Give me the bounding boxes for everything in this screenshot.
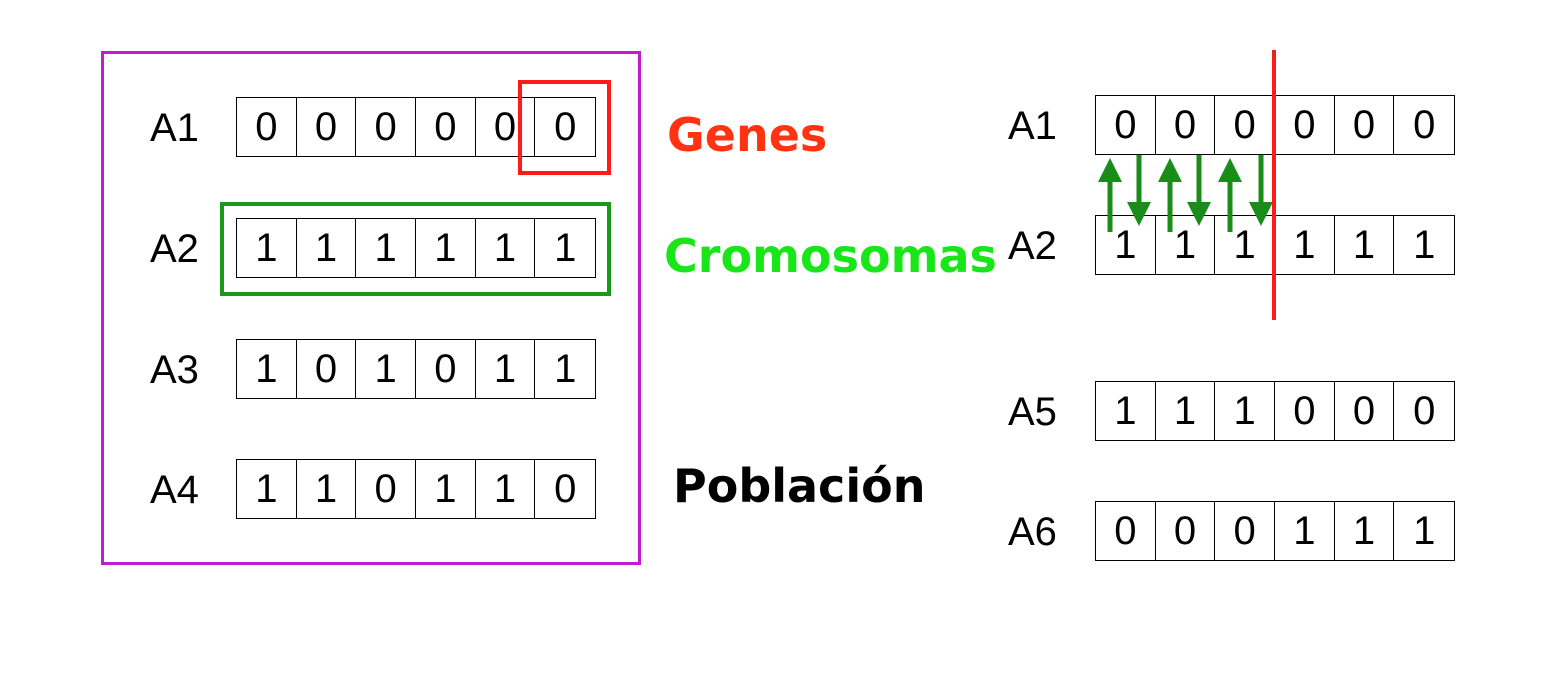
- gene: 1: [237, 340, 297, 398]
- gene: 0: [1156, 96, 1216, 154]
- chromosome-label-a3: A3: [150, 348, 199, 392]
- gene: 1: [476, 340, 536, 398]
- gene: 1: [416, 460, 476, 518]
- population-box: [101, 51, 641, 565]
- gene: 0: [1275, 96, 1335, 154]
- gene: 0: [416, 98, 476, 156]
- offspring-chromosome-a5: 1 1 1 0 0 0: [1095, 381, 1455, 441]
- gene: 1: [1413, 508, 1436, 553]
- gene: 0: [1096, 96, 1156, 154]
- gene: 1: [476, 219, 536, 277]
- gene: 0: [356, 460, 417, 518]
- gene: 1: [1156, 216, 1216, 274]
- arrow-down-icon: [1127, 155, 1151, 226]
- arrow-up-icon: [1218, 158, 1242, 232]
- genes-title: Genes: [667, 108, 828, 162]
- gene: 0: [297, 98, 357, 156]
- offspring-chromosome-a6: 0 0 0 1 1 1: [1095, 501, 1455, 561]
- parent-chromosome-a1: 0 0 0 0 0 0: [1095, 95, 1455, 155]
- population-title: Población: [673, 459, 926, 513]
- offspring-label-a5: A5: [1008, 390, 1057, 434]
- gene: 0: [1413, 102, 1436, 147]
- gene: 0: [1156, 502, 1216, 560]
- gene: 0: [237, 98, 297, 156]
- gene: 1: [237, 219, 297, 277]
- gene: 1: [1275, 216, 1335, 274]
- gene: 0: [1096, 502, 1156, 560]
- gene: 0: [1335, 382, 1395, 440]
- gene: 1: [237, 460, 297, 518]
- gene: 1: [1275, 502, 1335, 560]
- gene: 1: [476, 460, 536, 518]
- chromosome-a4: 1 1 0 1 1 0: [236, 459, 596, 519]
- gene: 1: [1096, 216, 1156, 274]
- gene: 1: [1335, 502, 1395, 560]
- gene: 1: [297, 460, 357, 518]
- gene: 1: [416, 219, 476, 277]
- gene: 0: [476, 98, 536, 156]
- arrow-down-icon: [1249, 155, 1273, 226]
- parent-label-a2: A2: [1008, 224, 1057, 268]
- chromosome-a3: 1 0 1 0 1 1: [236, 339, 596, 399]
- parent-label-a1: A1: [1008, 104, 1057, 148]
- chromosome-highlight-box: [220, 202, 611, 296]
- gene: 1: [1156, 382, 1216, 440]
- gene: 1: [1335, 216, 1395, 274]
- gene: 1: [1215, 382, 1276, 440]
- arrow-down-icon: [1187, 155, 1211, 226]
- gene: 0: [554, 104, 577, 149]
- gene: 1: [356, 340, 417, 398]
- chromosomes-title: Cromosomas: [664, 229, 997, 283]
- chromosome-a2: 1 1 1 1 1 1: [236, 218, 596, 278]
- gene: 0: [1275, 382, 1335, 440]
- gene: 1: [297, 219, 357, 277]
- gene-highlight-box: [518, 80, 611, 175]
- gene: 0: [416, 340, 476, 398]
- gene: 0: [1413, 388, 1436, 433]
- gene: 1: [356, 219, 417, 277]
- chromosome-label-a2: A2: [150, 227, 199, 271]
- offspring-label-a6: A6: [1008, 510, 1057, 554]
- gene: 1: [1096, 382, 1156, 440]
- gene: 0: [1335, 96, 1395, 154]
- arrow-up-icon: [1158, 158, 1182, 232]
- gene: 0: [1215, 502, 1276, 560]
- gene: 0: [356, 98, 417, 156]
- chromosome-a1: 0 0 0 0 0 0: [236, 97, 596, 157]
- swap-arrows: [1098, 155, 1273, 232]
- chromosome-label-a1: A1: [150, 106, 199, 150]
- gene: 0: [554, 466, 577, 511]
- arrow-up-icon: [1098, 158, 1122, 232]
- gene: 0: [297, 340, 357, 398]
- gene: 1: [554, 346, 577, 391]
- gene: 1: [554, 225, 577, 270]
- chromosome-label-a4: A4: [150, 468, 199, 512]
- gene: 1: [1413, 222, 1436, 267]
